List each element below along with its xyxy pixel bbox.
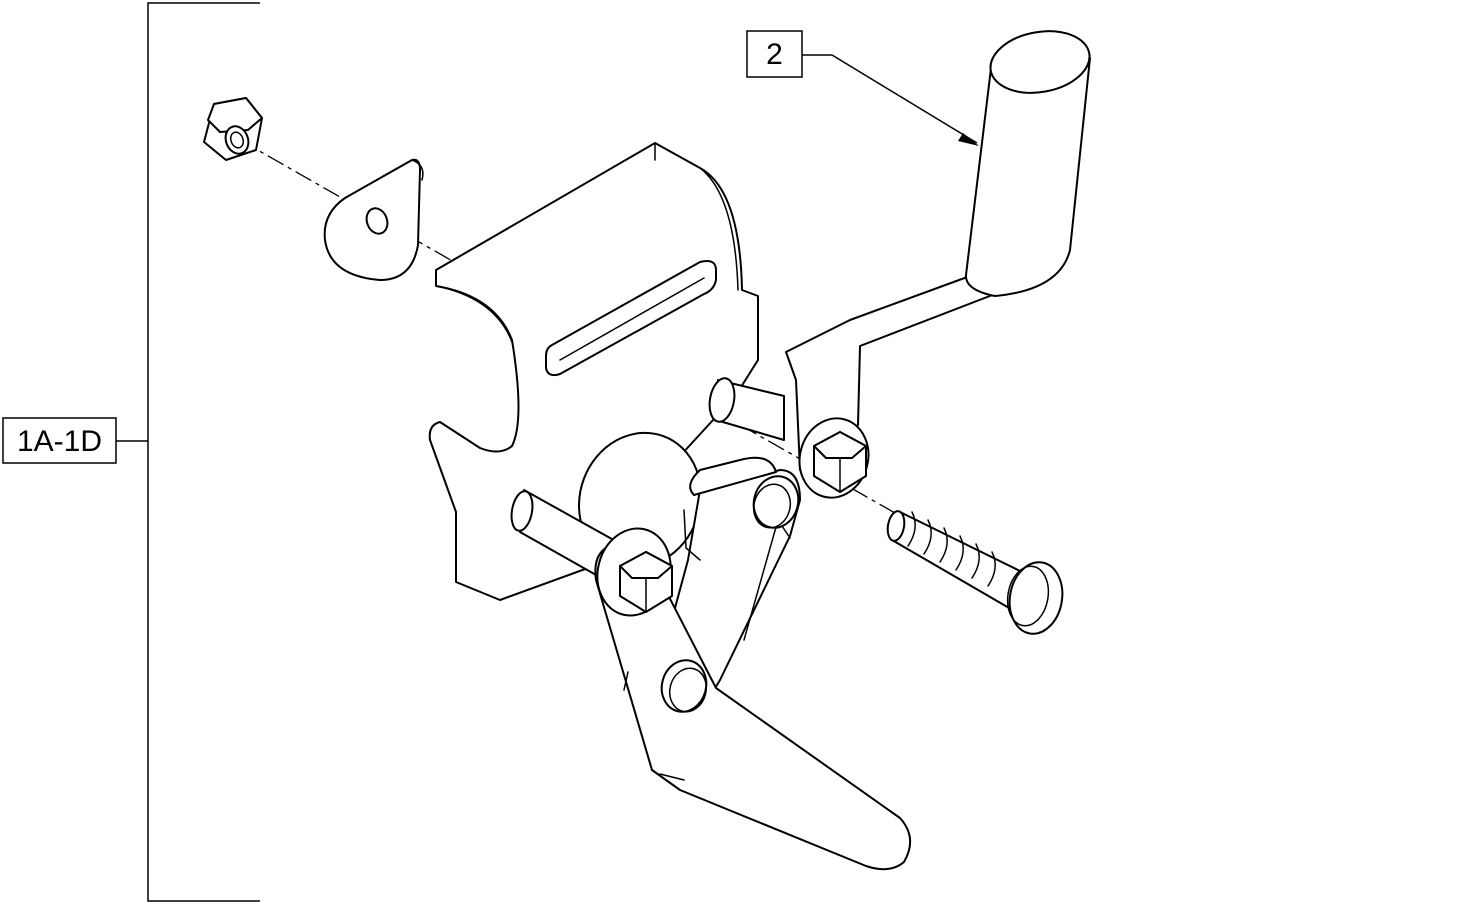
hex-nut (203, 97, 263, 161)
link-pin-lower (660, 659, 708, 713)
threaded-pin (886, 510, 1064, 635)
hex-bolt-upper (798, 417, 870, 499)
hex-bolt-lower (596, 527, 673, 617)
link-pin-upper (752, 475, 800, 529)
callout-2-arrowhead (958, 133, 979, 146)
upper-shaft (708, 377, 785, 441)
assembly-bracket (116, 2, 260, 902)
handle-grip (965, 30, 1091, 297)
mounting-bracket (428, 142, 759, 601)
callout-2-label: 2 (766, 38, 783, 71)
callout-1a-1d-label: 1A-1D (17, 425, 102, 458)
callout-1a-1d: 1A-1D (2, 417, 117, 464)
callout-2: 2 (746, 30, 979, 146)
tab-washer (323, 158, 424, 281)
